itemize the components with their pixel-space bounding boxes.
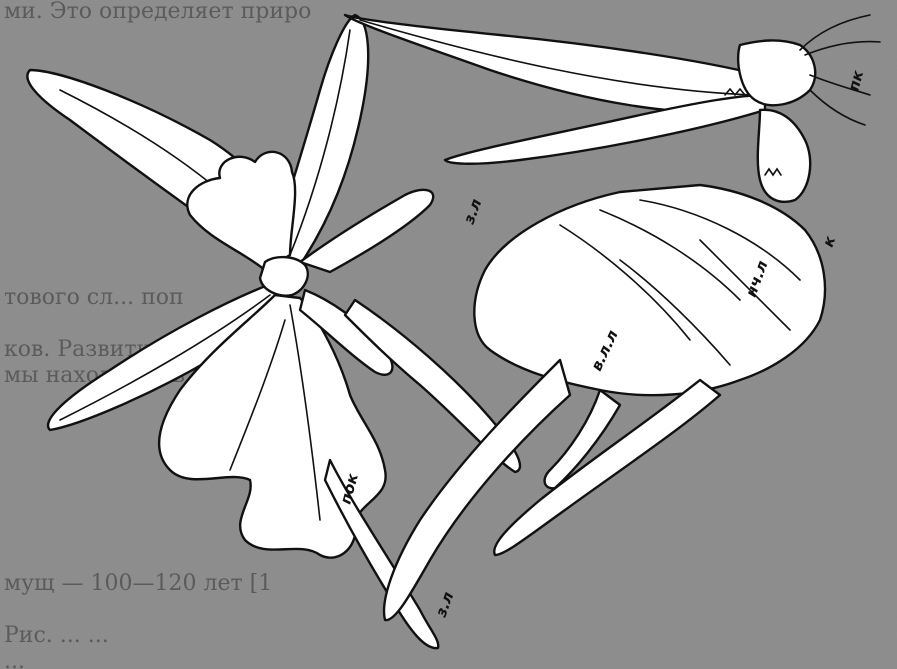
- column: [260, 257, 308, 296]
- bleed-text-line: мущ — 100—120 лет [1: [4, 571, 272, 596]
- bleed-text-line: Рис. ... ...: [4, 623, 109, 648]
- bleed-text-line: ...: [4, 649, 25, 669]
- bleed-text-line: ми. Это определяет приро: [4, 0, 311, 24]
- pedicel: [738, 40, 815, 105]
- bleed-text-line: тового сл... поп: [4, 285, 184, 310]
